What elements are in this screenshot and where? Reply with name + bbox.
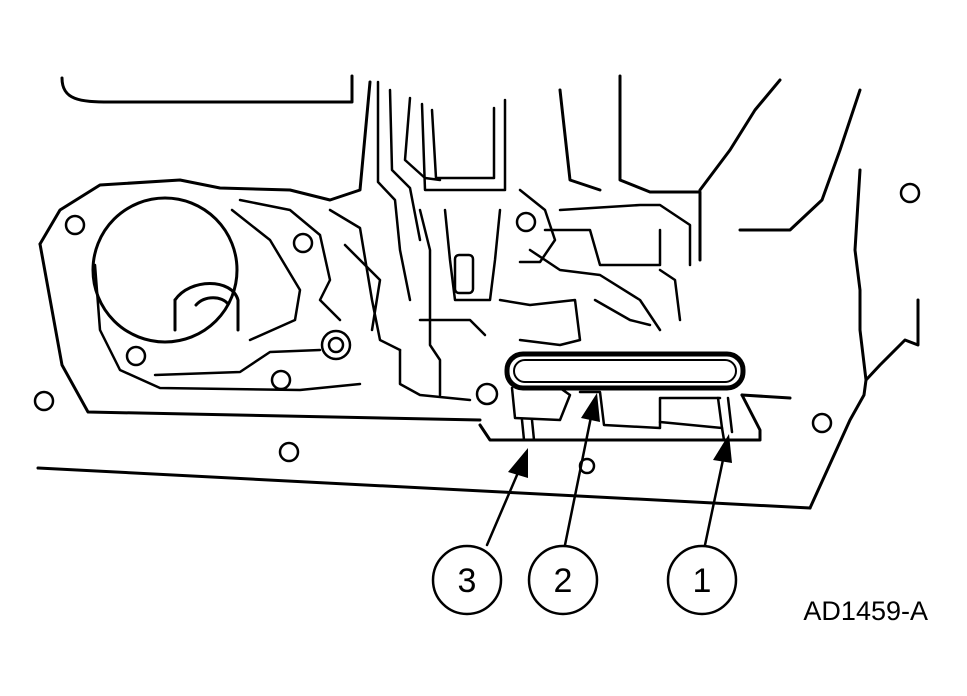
bolt-holes <box>33 182 921 475</box>
reference-code: AD1459-A <box>803 596 928 626</box>
leader-line-2 <box>563 410 594 547</box>
leader-line-3 <box>485 466 522 547</box>
case-outline <box>36 74 920 510</box>
callout-3: 3 <box>431 544 503 616</box>
callout-2: 2 <box>527 544 599 616</box>
callout-1-label: 1 <box>693 562 712 600</box>
callout-2-label: 2 <box>554 562 573 600</box>
filter-components <box>510 386 762 442</box>
callout-1: 1 <box>666 544 738 616</box>
arrowhead-3 <box>508 448 528 478</box>
arrowhead-1 <box>713 434 732 463</box>
leader-line-1 <box>703 453 726 547</box>
arrowhead-2 <box>581 393 600 422</box>
callout-3-label: 3 <box>458 562 477 600</box>
main-bore <box>91 196 240 344</box>
gasket-seal <box>504 351 746 391</box>
valve-passages <box>93 80 692 402</box>
leader-arrows <box>485 393 732 547</box>
